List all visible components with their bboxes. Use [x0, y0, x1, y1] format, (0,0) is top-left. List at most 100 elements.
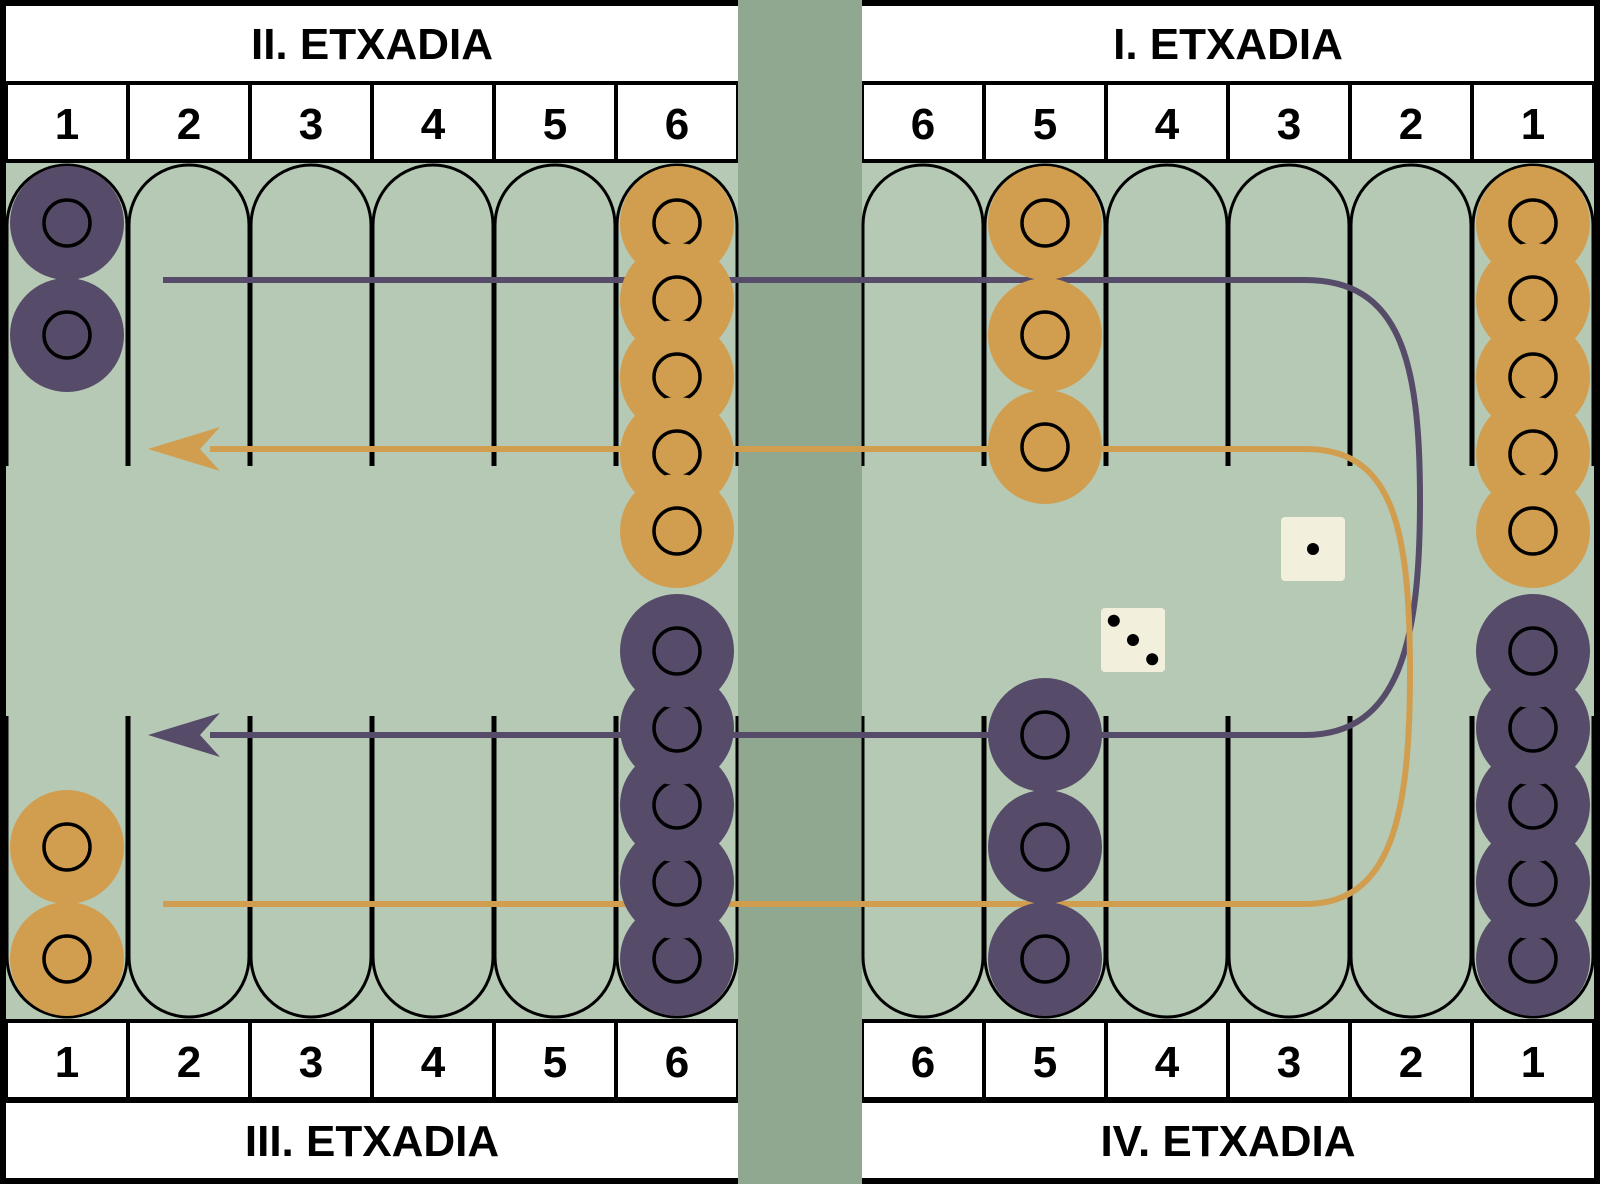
point-number: 1	[55, 1038, 79, 1087]
point-number: 3	[299, 1038, 323, 1087]
bottom-point[interactable]	[861, 716, 985, 1019]
bottom-point[interactable]	[127, 716, 251, 1019]
purple-checker[interactable]	[620, 594, 734, 708]
dice-layer	[1101, 517, 1345, 672]
number-cell-top-right	[1474, 85, 1592, 159]
number-cell-bottom-left	[252, 1023, 370, 1097]
bottom-point[interactable]	[1227, 716, 1351, 1019]
top-point[interactable]	[493, 163, 617, 466]
number-cell-top-left	[496, 85, 614, 159]
quarter-title-bottom-left: III. ETXADIA	[245, 1117, 499, 1166]
number-cell-top-left	[130, 85, 248, 159]
center-bar	[738, 0, 862, 1184]
number-cell-bottom-right	[864, 1023, 982, 1097]
point-number: 4	[1155, 1038, 1180, 1087]
die-pip	[1127, 634, 1139, 646]
number-cell-bottom-right	[1230, 1023, 1348, 1097]
top-point[interactable]	[127, 163, 251, 466]
die-pip	[1107, 614, 1120, 627]
point-number: 5	[543, 1038, 567, 1087]
number-cell-top-right	[1230, 85, 1348, 159]
point-number: 4	[1155, 100, 1180, 149]
purple-checker[interactable]	[988, 678, 1102, 792]
orange-movement-path	[163, 446, 1414, 907]
bottom-point[interactable]	[249, 716, 373, 1019]
point-number: 2	[1399, 100, 1423, 149]
number-cell-bottom-left	[374, 1023, 492, 1097]
top-point[interactable]	[861, 163, 985, 466]
bottom-point[interactable]	[371, 716, 495, 1019]
number-cell-bottom-right	[986, 1023, 1104, 1097]
point-number: 6	[665, 1038, 689, 1087]
point-number: 3	[299, 100, 323, 149]
checkers-layer	[10, 166, 1590, 1016]
point-number: 6	[665, 100, 689, 149]
point-number: 3	[1277, 1038, 1301, 1087]
point-number: 1	[1521, 100, 1545, 149]
purple-checker[interactable]	[10, 166, 124, 280]
die-three	[1101, 608, 1165, 672]
purple-checker[interactable]	[988, 790, 1102, 904]
point-number: 5	[543, 100, 567, 149]
bottom-point[interactable]	[1349, 716, 1473, 1019]
point-number: 2	[177, 1038, 201, 1087]
number-cell-top-left	[374, 85, 492, 159]
quarter-title-top-left: II. ETXADIA	[251, 20, 493, 69]
number-cell-top-left	[618, 85, 736, 159]
point-number: 4	[421, 1038, 446, 1087]
number-cell-top-left	[252, 85, 370, 159]
point-number: 5	[1033, 100, 1057, 149]
top-point[interactable]	[1105, 163, 1229, 466]
bottom-point[interactable]	[493, 716, 617, 1019]
die-pip	[1307, 543, 1319, 555]
number-cell-bottom-right	[1474, 1023, 1592, 1097]
orange-checker[interactable]	[988, 278, 1102, 392]
band-top-right	[862, 6, 1594, 81]
paths-layer	[148, 277, 1424, 907]
band-bottom-right	[862, 1103, 1594, 1178]
purple-checker[interactable]	[10, 278, 124, 392]
number-cell-top-right	[1352, 85, 1470, 159]
top-point[interactable]	[1349, 163, 1473, 466]
orange-checker[interactable]	[988, 390, 1102, 504]
top-point[interactable]	[1227, 163, 1351, 466]
quarter-title-bottom-right: IV. ETXADIA	[1100, 1117, 1355, 1166]
orange-checker[interactable]	[1476, 474, 1590, 588]
purple-checker[interactable]	[988, 902, 1102, 1016]
number-cell-bottom-left	[618, 1023, 736, 1097]
point-number: 6	[911, 100, 935, 149]
point-number: 5	[1033, 1038, 1057, 1087]
point-number: 6	[911, 1038, 935, 1087]
number-cell-top-right	[986, 85, 1104, 159]
orange-path-arrowhead	[148, 427, 220, 471]
point-number: 3	[1277, 100, 1301, 149]
bottom-point[interactable]	[1105, 716, 1229, 1019]
point-number: 2	[177, 100, 201, 149]
quarter-title-top-right: I. ETXADIA	[1113, 20, 1343, 69]
point-number: 1	[55, 100, 79, 149]
purple-path-arrowhead	[148, 713, 220, 757]
top-point[interactable]	[249, 163, 373, 466]
point-number: 4	[421, 100, 446, 149]
die-pip	[1146, 653, 1159, 666]
number-cell-bottom-right	[1108, 1023, 1226, 1097]
orange-checker[interactable]	[10, 790, 124, 904]
die-one	[1281, 517, 1345, 581]
number-cell-bottom-left	[130, 1023, 248, 1097]
band-bottom-left	[6, 1103, 738, 1178]
top-point[interactable]	[371, 163, 495, 466]
orange-checker[interactable]	[988, 166, 1102, 280]
number-cell-bottom-left	[496, 1023, 614, 1097]
purple-checker[interactable]	[1476, 594, 1590, 708]
number-cell-top-left	[8, 85, 126, 159]
orange-checker[interactable]	[10, 902, 124, 1016]
point-number: 2	[1399, 1038, 1423, 1087]
number-cell-bottom-right	[1352, 1023, 1470, 1097]
number-cell-top-right	[864, 85, 982, 159]
number-cell-top-right	[1108, 85, 1226, 159]
purple-movement-path	[163, 277, 1424, 738]
band-top-left	[6, 6, 738, 81]
orange-checker[interactable]	[620, 474, 734, 588]
